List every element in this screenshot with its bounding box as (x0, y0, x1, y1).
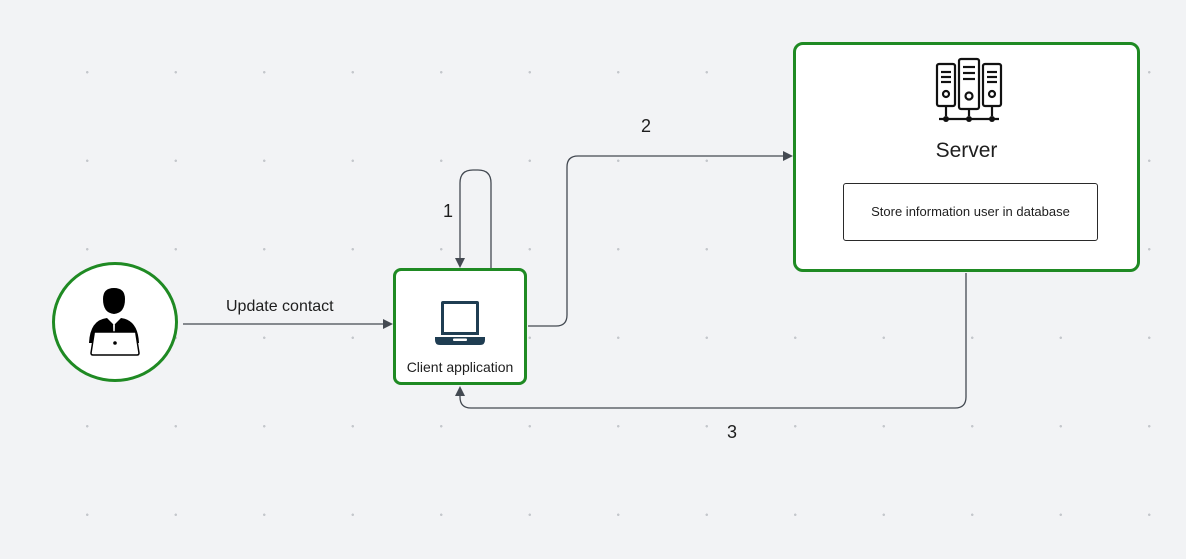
server-rack-icon (935, 57, 1003, 122)
server-title: Server (935, 139, 998, 162)
user-at-laptop-icon (89, 288, 140, 356)
edge-label-step-2: 2 (638, 116, 655, 137)
server-node[interactable]: Server Store information user in databas… (793, 42, 1140, 272)
edge-label-step-1: 1 (440, 201, 457, 222)
edge-server-to-client[interactable] (455, 273, 967, 409)
edge-client-self-loop[interactable] (455, 169, 492, 268)
user-node[interactable] (52, 262, 178, 382)
edge-client-to-server[interactable] (528, 151, 793, 327)
server-note: Store information user in database (843, 183, 1098, 241)
client-application-node[interactable]: Client application (393, 268, 527, 385)
client-application-label: Client application (406, 359, 514, 375)
laptop-icon (435, 301, 485, 345)
edge-label-step-3: 3 (724, 422, 741, 443)
edge-label-update-contact: Update contact (223, 298, 337, 316)
